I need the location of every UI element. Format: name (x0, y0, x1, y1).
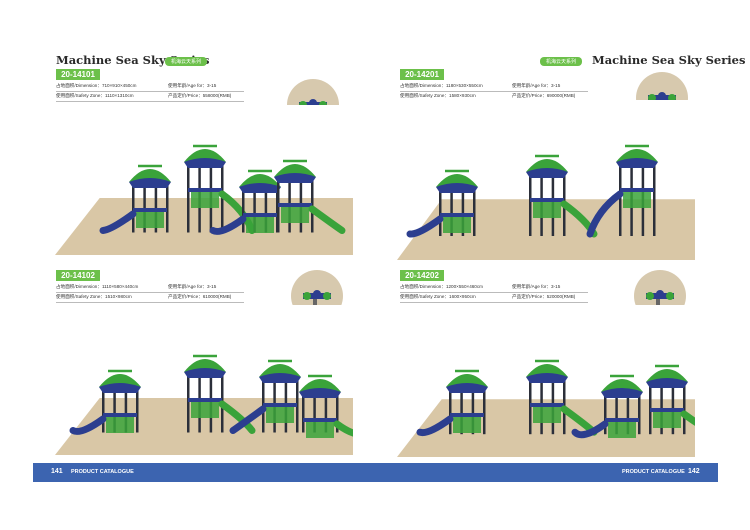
playground-illustration (397, 100, 695, 260)
series-tag: 机海云天系列 (540, 57, 583, 66)
product-specs: 占地面积/Dimension：1110×580×440cm 使用年龄/Age fo… (56, 283, 244, 303)
left-catalogue-page: Machine Sea Sky Series 机海云天系列 20-14101 占… (55, 53, 353, 455)
footer-right: PRODUCT CATALOGUE 142 (375, 463, 718, 482)
spec-price: 产品定价/Price：520000(RMB) (512, 294, 576, 300)
spec-dimension: 占地面积/Dimension：1180×530×550cm (400, 83, 483, 89)
spec-safety-zone: 使用面积/Safety Zone：1510×980cm (56, 294, 132, 300)
product-specs: 占地面积/Dimension：1180×530×550cm 使用年龄/Age fo… (400, 82, 588, 102)
spec-safety-zone: 使用面积/Safety Zone：1600×950cm (400, 294, 476, 300)
playground-illustration (397, 305, 695, 457)
series-tag: 机海云天系列 (165, 57, 208, 66)
spec-price: 产品定价/Price：610000(RMB) (168, 294, 232, 300)
footer-left: 141 PRODUCT CATALOGUE (33, 463, 375, 482)
product-code: 20-14101 (56, 69, 100, 80)
spec-price: 产品定价/Price：558000(RMB) (168, 93, 232, 99)
product-code: 20-14102 (56, 270, 100, 281)
playground-illustration (55, 105, 353, 255)
spec-safety-zone: 使用面积/Safety Zone：1110×1310cm (56, 93, 134, 99)
playground-illustration (55, 305, 353, 455)
product-specs: 占地面积/Dimension：710×910×450cm 使用年龄/Age for… (56, 82, 244, 102)
spec-safety-zone: 使用面积/Safety Zone：1580×930cm (400, 93, 476, 99)
footer-label: PRODUCT CATALOGUE (622, 469, 685, 475)
spec-dimension: 占地面积/Dimension：1110×580×440cm (56, 284, 139, 290)
spec-age: 使用年龄/Age for：3-15 (168, 284, 217, 290)
spec-age: 使用年龄/Age for：3-15 (168, 83, 217, 89)
spec-age: 使用年龄/Age for：3-15 (512, 284, 561, 290)
product-code: 20-14202 (400, 270, 444, 281)
right-catalogue-page: 机海云天系列 Machine Sea Sky Series 20-14201 占… (375, 0, 750, 530)
spec-dimension: 占地面积/Dimension：1200×550×460cm (400, 284, 483, 290)
page-number: 141 (51, 468, 63, 475)
product-specs: 占地面积/Dimension：1200×550×460cm 使用年龄/Age fo… (400, 283, 588, 303)
spec-dimension: 占地面积/Dimension：710×910×450cm (56, 83, 137, 89)
series-title: Machine Sea Sky Series (592, 53, 746, 67)
spec-price: 产品定价/Price：690000(RMB) (512, 93, 576, 99)
page-number: 142 (688, 468, 700, 475)
spec-age: 使用年龄/Age for：3-15 (512, 83, 561, 89)
product-code: 20-14201 (400, 69, 444, 80)
footer-label: PRODUCT CATALOGUE (71, 469, 134, 475)
